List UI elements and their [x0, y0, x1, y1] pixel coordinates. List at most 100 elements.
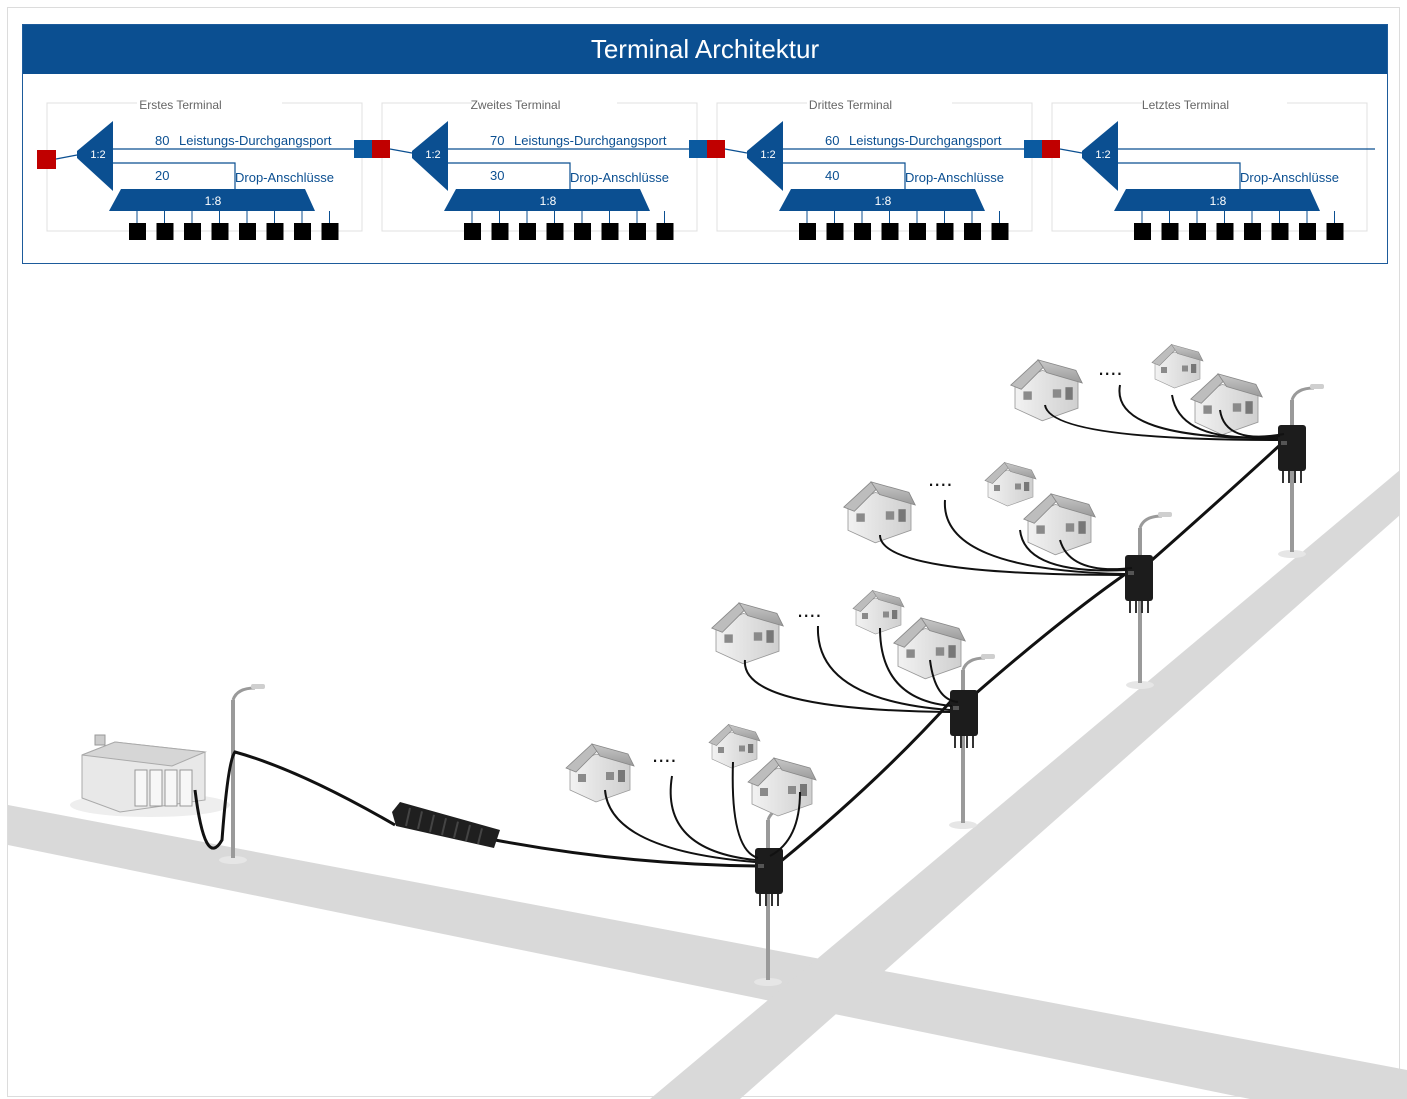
- house-wall: [1027, 503, 1092, 556]
- road-diagonal: [650, 470, 1400, 1099]
- fiber-cable: [929, 659, 959, 703]
- splice-closure: [392, 802, 500, 848]
- house: [708, 723, 761, 769]
- house-window: [718, 747, 724, 753]
- fiber-cable: [1059, 539, 1133, 571]
- house-window: [739, 745, 745, 752]
- drop-port: [519, 223, 536, 240]
- fiber-cable: [494, 838, 759, 868]
- terminal-title: Zweites Terminal: [471, 98, 561, 112]
- house-window: [1023, 391, 1032, 400]
- fiber-cable: [879, 627, 953, 707]
- house-roof-right: [1003, 461, 1037, 480]
- house-door: [1024, 482, 1030, 491]
- terminal-enclosure: [755, 848, 783, 906]
- house-door: [766, 630, 774, 643]
- splitter-ratio-label: 1:2: [1095, 149, 1110, 161]
- drop-port: [1216, 223, 1234, 240]
- drop-port: [881, 223, 899, 240]
- central-office-building: [70, 734, 230, 817]
- drop-branch-line: [783, 162, 906, 189]
- house-door: [948, 645, 956, 658]
- house-wall: [987, 469, 1034, 507]
- drop-port: [1326, 223, 1344, 240]
- house-window: [935, 647, 945, 656]
- road-horizontal: [8, 805, 1407, 1099]
- input-line: [389, 148, 413, 154]
- fiber-cable: [1219, 409, 1285, 438]
- closure-rib: [417, 811, 423, 830]
- house-wall: [847, 491, 912, 544]
- input-splitter: [747, 121, 783, 191]
- fiber-cable: [1044, 404, 1279, 441]
- connector-blue: [689, 140, 707, 158]
- drop-port: [491, 223, 509, 240]
- drop-port: [184, 223, 201, 240]
- drop-port: [464, 223, 481, 240]
- drop-port: [1161, 223, 1179, 240]
- house: [1023, 493, 1097, 556]
- house-roof-right: [870, 481, 917, 506]
- equipment-cabinet: [164, 769, 178, 807]
- fiber-cable: [943, 499, 1126, 575]
- terminal-enclosure: [1125, 555, 1153, 613]
- closure-rib: [465, 824, 471, 842]
- house-window: [906, 649, 915, 658]
- house-roof-right: [1037, 359, 1084, 384]
- drop-ports-label: Drop-Anschlüsse: [905, 170, 1004, 185]
- fiber-cable: [193, 750, 396, 850]
- drop-percentage: 30: [490, 168, 504, 183]
- house-door: [898, 509, 906, 522]
- drop-port: [239, 223, 256, 240]
- drop-splitter-ratio: 1:8: [1210, 194, 1227, 208]
- more-houses-ellipsis: ....: [797, 597, 821, 622]
- drop-splitter: [444, 189, 650, 211]
- drop-branch-line: [448, 162, 571, 189]
- fiber-cable: [1151, 443, 1282, 562]
- more-houses-ellipsis: ....: [652, 742, 676, 767]
- drop-port: [601, 223, 619, 240]
- pass-port-label: Leistungs-Durchgangsport: [514, 133, 667, 148]
- house-wall: [897, 627, 962, 680]
- drop-splitter: [1114, 189, 1320, 211]
- drop-port: [909, 223, 926, 240]
- house-door: [1191, 364, 1197, 373]
- drop-branch-line: [1118, 162, 1241, 189]
- closure-rib: [453, 821, 459, 839]
- lamp-shadow: [1126, 681, 1154, 689]
- terminal-title: Erstes Terminal: [139, 98, 221, 112]
- drop-ports-label: Drop-Anschlüsse: [570, 170, 669, 185]
- house-roof-right: [1217, 373, 1264, 398]
- pass-port-label: Leistungs-Durchgangsport: [849, 133, 1002, 148]
- connector-blue: [354, 140, 372, 158]
- fiber-cable: [604, 789, 756, 863]
- house-window: [578, 774, 586, 782]
- drop-port: [629, 223, 646, 240]
- house: [843, 481, 917, 544]
- drop-port: [964, 223, 981, 240]
- drop-percentage: 40: [825, 168, 839, 183]
- drop-port: [936, 223, 954, 240]
- drop-port: [574, 223, 591, 240]
- terminal-box: [381, 102, 698, 232]
- lamp-head: [1158, 512, 1172, 517]
- house-door: [1065, 387, 1073, 400]
- lamp-shadow: [949, 821, 977, 829]
- terminal-box: [1051, 102, 1368, 232]
- equipment-cabinet: [134, 769, 148, 807]
- house-window: [788, 786, 796, 794]
- terminal-title: Letztes Terminal: [1142, 98, 1229, 112]
- drop-splitter: [109, 189, 315, 211]
- terminal-enclosure: [1278, 425, 1306, 483]
- enclosure-body: [1278, 425, 1306, 471]
- drop-port: [1134, 223, 1151, 240]
- house-window: [1052, 389, 1062, 398]
- drop-splitter: [779, 189, 985, 211]
- fiber-cable: [973, 573, 1125, 697]
